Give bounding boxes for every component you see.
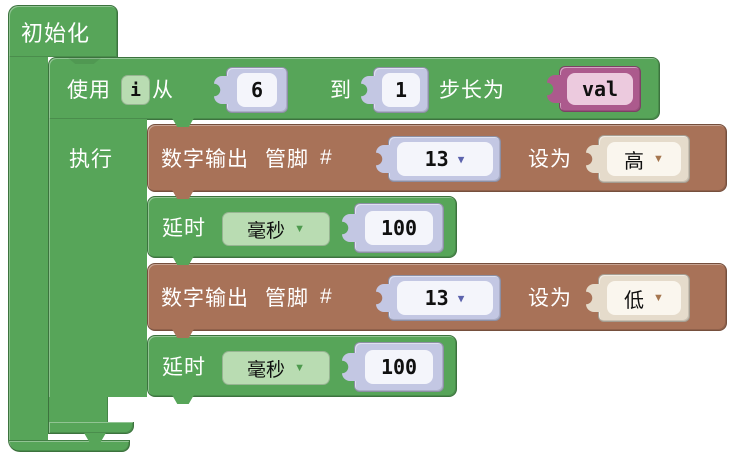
delay-unit-dropdown[interactable]: 毫秒 ▼ [222, 351, 330, 385]
loop-block-wrap[interactable] [48, 397, 108, 422]
statement-connection-tab [172, 329, 194, 338]
digital-write-name: 数字输出 [161, 287, 249, 310]
loop-block-bottom-bar[interactable] [48, 422, 134, 434]
pin-label: 管脚 [265, 148, 309, 171]
puzzle-socket-icon [586, 284, 600, 312]
loop-step-label: 步长为 [439, 78, 505, 102]
loop-block-header[interactable]: 使用 i 从 6 到 1 步长为 val [48, 57, 660, 120]
variable-value: val [581, 77, 619, 101]
delay-unit-value: 毫秒 [247, 220, 286, 242]
statement-connection-tab [172, 256, 194, 265]
dropdown-arrow-icon: ▼ [294, 222, 305, 235]
pin-dropdown[interactable]: 13 ▼ [396, 142, 493, 176]
statement-connection-tab [172, 395, 194, 404]
delay-block-2[interactable]: 延时 毫秒 ▼ 100 [147, 335, 457, 397]
loop-variable-value: i [130, 79, 141, 101]
pin-value: 13 [424, 147, 449, 171]
state-dropdown[interactable]: 高 ▼ [607, 142, 681, 176]
delay-unit-dropdown[interactable]: 毫秒 ▼ [222, 212, 330, 246]
top-notch [68, 58, 101, 64]
number-input-from[interactable]: 6 [237, 73, 277, 107]
pin-dropdown[interactable]: 13 ▼ [396, 281, 493, 315]
delay-number-input[interactable]: 100 [365, 211, 433, 245]
pin-value: 13 [424, 286, 449, 310]
number-value: 1 [394, 78, 408, 102]
state-block-high[interactable]: 高 ▼ [586, 135, 690, 183]
dropdown-arrow-icon: ▼ [457, 291, 465, 305]
puzzle-socket-icon [376, 284, 390, 312]
statement-connection-tab [172, 190, 194, 199]
loop-from-label: 从 [152, 78, 174, 102]
number-value: 6 [250, 78, 264, 102]
init-block-label: 初始化 [21, 20, 91, 46]
dropdown-arrow-icon: ▼ [294, 361, 305, 374]
digital-write-block-high[interactable]: 数字输出 管脚 # 13 ▼ 设为 高 ▼ [147, 124, 727, 192]
puzzle-socket-icon [586, 145, 600, 173]
dropdown-arrow-icon: ▼ [457, 152, 465, 166]
init-block-left-wall[interactable] [8, 57, 48, 440]
set-label: 设为 [528, 287, 572, 310]
number-block-to[interactable]: 1 [361, 67, 429, 113]
puzzle-socket-icon [376, 145, 390, 173]
delay-number-input[interactable]: 100 [365, 350, 433, 384]
state-block-low[interactable]: 低 ▼ [586, 274, 690, 322]
set-label: 设为 [528, 148, 572, 171]
puzzle-socket-icon [214, 76, 228, 104]
dropdown-arrow-icon: ▼ [653, 291, 664, 304]
loop-use-label: 使用 [67, 78, 111, 102]
state-value: 高 [624, 150, 645, 173]
state-dropdown[interactable]: 低 ▼ [607, 281, 681, 315]
number-input-to[interactable]: 1 [382, 73, 420, 107]
puzzle-socket-icon [342, 353, 356, 381]
pin-number-block[interactable]: 13 ▼ [376, 136, 501, 182]
number-value: 100 [380, 216, 418, 240]
delay-name: 延时 [162, 217, 206, 240]
loop-block-left-wall[interactable]: 执行 [48, 119, 147, 397]
delay-block-1[interactable]: 延时 毫秒 ▼ 100 [147, 196, 457, 258]
pin-label: 管脚 [265, 287, 309, 310]
delay-number-block[interactable]: 100 [342, 203, 444, 253]
puzzle-socket-icon [361, 76, 375, 104]
number-block-from[interactable]: 6 [214, 67, 288, 113]
next-connection-tab [84, 433, 106, 442]
state-value: 低 [624, 289, 645, 312]
digital-write-block-low[interactable]: 数字输出 管脚 # 13 ▼ 设为 低 ▼ [147, 263, 727, 331]
number-value: 100 [380, 355, 418, 379]
delay-number-block[interactable]: 100 [342, 342, 444, 392]
inner-corner [108, 397, 148, 422]
loop-variable-field[interactable]: i [121, 75, 150, 105]
delay-unit-value: 毫秒 [247, 359, 286, 381]
pin-number-block[interactable]: 13 ▼ [376, 275, 501, 321]
loop-do-label: 执行 [69, 148, 113, 171]
init-block-bottom-bar[interactable] [8, 440, 130, 452]
statement-connection-tab [172, 118, 194, 127]
init-block-header[interactable]: 初始化 [8, 5, 118, 57]
pin-hash: # [320, 285, 333, 308]
dropdown-arrow-icon: ▼ [653, 152, 664, 165]
variable-value-field[interactable]: val [567, 73, 633, 105]
loop-to-label: 到 [330, 78, 352, 102]
digital-write-name: 数字输出 [161, 148, 249, 171]
variable-block-step[interactable]: val [547, 66, 641, 112]
puzzle-socket-icon [342, 214, 356, 242]
puzzle-socket-icon [547, 75, 561, 103]
delay-name: 延时 [162, 356, 206, 379]
pin-hash: # [320, 146, 333, 169]
